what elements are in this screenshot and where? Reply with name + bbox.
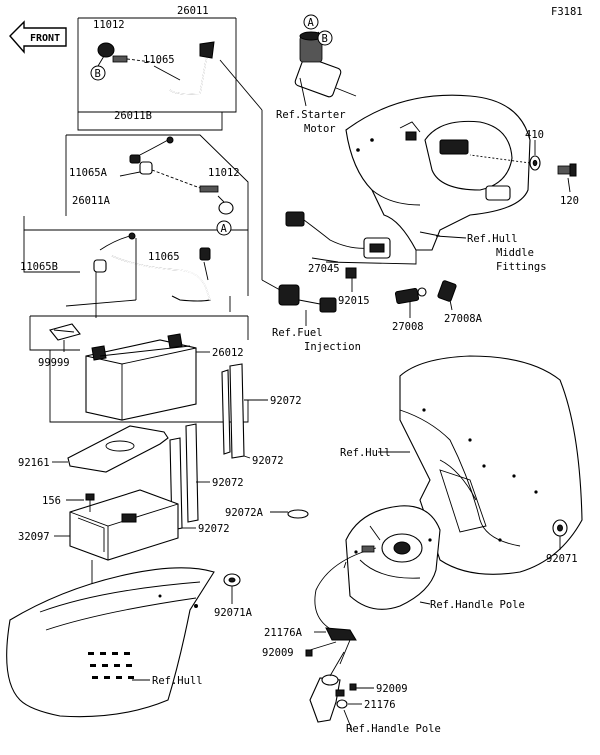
label-92009-b: 92009 [376,683,408,695]
callout-b-top: B [317,30,333,46]
label-27045: 27045 [308,263,340,275]
switch-27008-icon [394,287,427,318]
label-27008A: 27008A [444,313,483,325]
battery-26012-group [29,315,249,423]
switch-27008A-icon [437,280,457,311]
svg-text:A: A [221,223,228,235]
label-26011B: 26011B [114,110,152,122]
front-arrow-icon: FRONT [9,20,67,54]
screw-92009-a-icon [305,641,337,657]
label-21176A: 21176A [264,627,303,639]
ref-handle-pole-lower: Ref.Handle Pole [346,723,441,735]
label-11012-top: 11012 [93,19,125,31]
label-11065-mid: 11065 [148,251,180,263]
label-11065B: 11065B [20,261,58,273]
label-11012-mid: 11012 [208,167,240,179]
svg-text:B: B [95,68,101,80]
label-26011: 26011 [177,5,209,17]
label-26012: 26012 [212,347,244,359]
label-92161: 92161 [18,457,50,469]
cable-26011-group [77,17,237,131]
label-120: 120 [560,195,579,207]
cable-26011A-group [23,216,249,318]
grommet-92071-icon [552,519,568,550]
clip-21176-icon [336,699,362,709]
label-11065A: 11065A [69,167,108,179]
hull-middle-fitting-icon [345,94,531,251]
label-11065-top: 11065 [143,54,175,66]
label-92072-a: 92072 [270,395,302,407]
label-92072-d: 92072 [198,523,230,535]
handle-pole-base-icon [345,505,441,610]
screw-92009-b-icon [349,683,374,691]
callout-a-mid: A [216,220,232,236]
tray-32097-icon [54,489,179,586]
svg-text:A: A [308,17,315,29]
strap-92072-long-icon [221,363,268,459]
label-27008: 27008 [392,321,424,333]
washer-410-icon [469,140,541,171]
clip-92072A-icon [270,509,309,519]
sticker-99999-icon [49,323,81,352]
ref-starter-motor-line2: Motor [304,123,336,135]
ref-hull-middle-line1: Ref.Hull [467,233,518,245]
svg-text:B: B [322,33,328,45]
hull-right-icon [378,355,583,575]
bolt-120-icon [557,163,577,193]
ref-handle-pole-upper: Ref.Handle Pole [430,599,525,611]
label-32097: 32097 [18,531,50,543]
ref-hull-bottom: Ref.Hull [152,675,203,687]
ref-hull-middle-line2: Middle [496,247,534,259]
label-26011A: 26011A [72,195,111,207]
grommet-92071A-icon [223,573,241,604]
callout-b-left: B [90,65,106,81]
handle-pole-lower-icon [309,639,353,731]
ref-fuel-injection-line1: Ref.Fuel [272,327,323,339]
wire-harness-27045-icon [285,211,417,265]
pad-92161-icon [52,425,169,473]
hull-bottom-left-icon [6,567,215,718]
label-92015: 92015 [338,295,370,307]
label-92009-a: 92009 [262,647,294,659]
callout-a-top: A [303,14,319,30]
label-92071: 92071 [546,553,578,565]
bolt-156-icon [66,493,95,512]
cable-21176A-icon [314,545,377,641]
fuel-injection-connector-icon [219,59,337,326]
front-arrow-label: FRONT [30,33,60,44]
ref-hull-right: Ref.Hull [340,447,391,459]
figure-code: F3181 [551,6,583,18]
label-92072-b: 92072 [252,455,284,467]
ref-starter-motor-line1: Ref.Starter [276,109,346,121]
label-92072A: 92072A [225,507,264,519]
label-21176: 21176 [364,699,396,711]
ref-fuel-injection-line2: Injection [304,341,361,353]
nut-92015-icon [345,267,357,292]
starter-motor-icon [294,21,357,107]
label-92071A: 92071A [214,607,253,619]
label-156: 156 [42,495,61,507]
ref-hull-middle-line3: Fittings [496,261,547,273]
label-99999: 99999 [38,357,70,369]
cable-26011B-group [65,134,249,262]
label-92072-c: 92072 [212,477,244,489]
label-410: 410 [525,129,544,141]
